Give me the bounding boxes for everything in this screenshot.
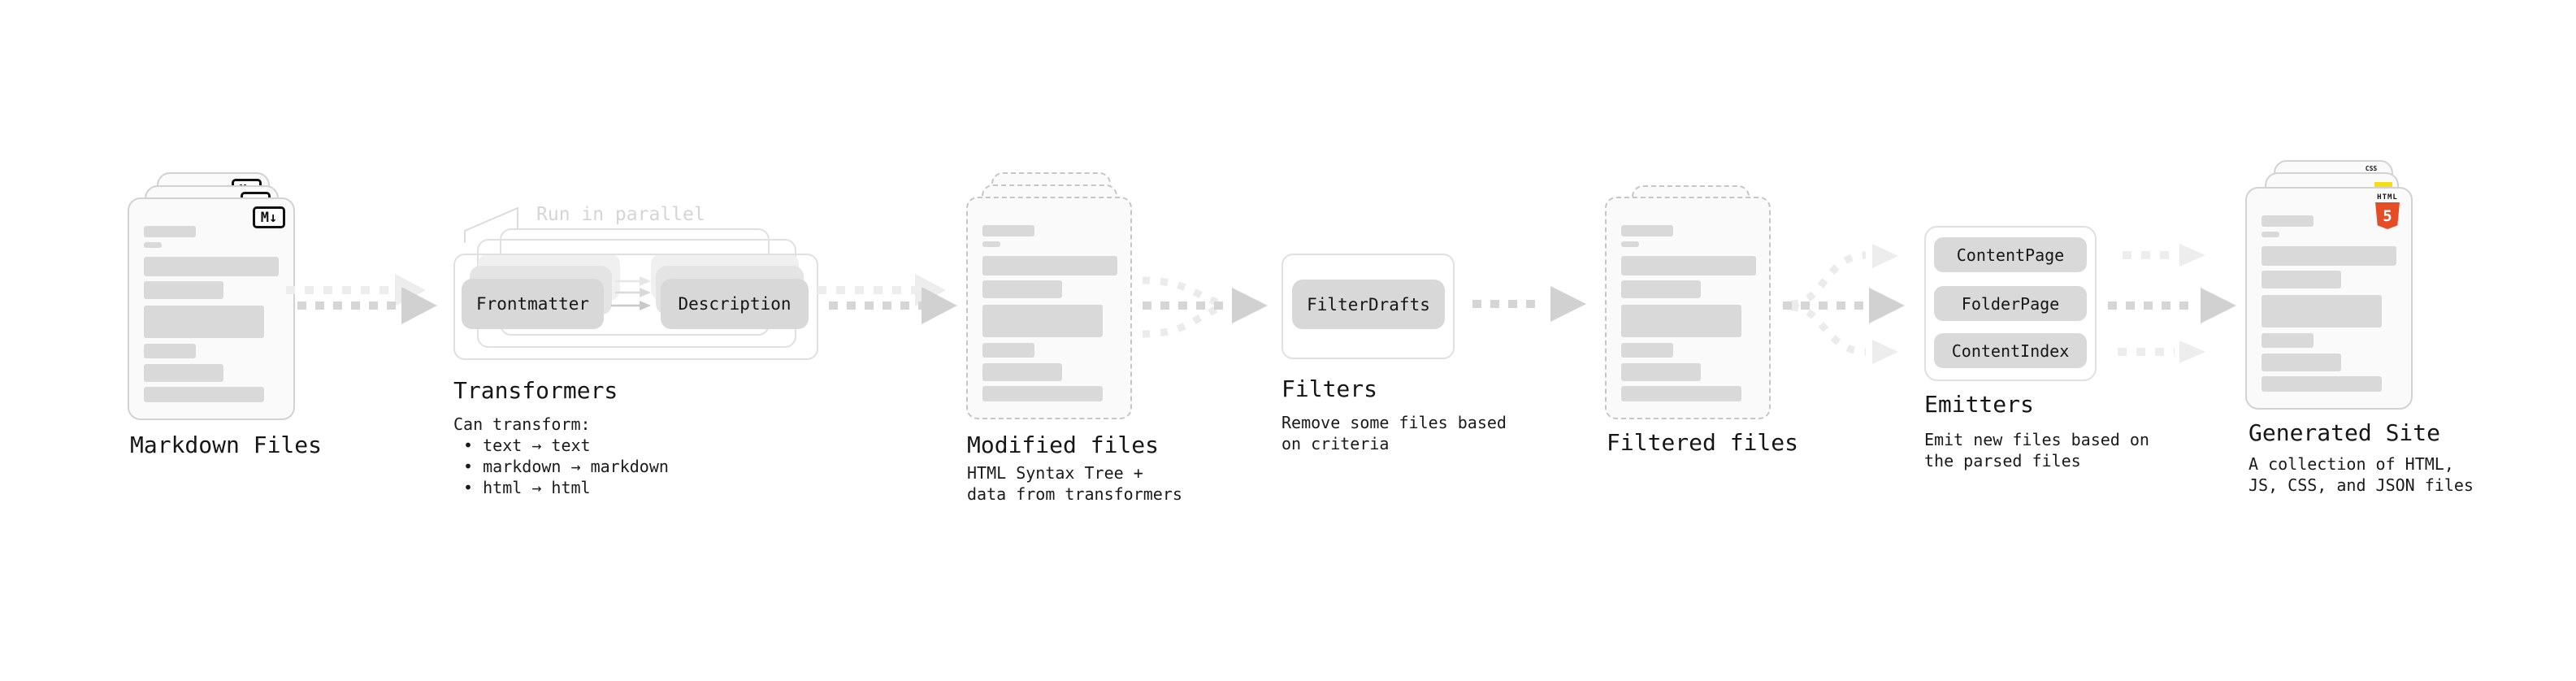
html5-wordmark: HTML	[2377, 193, 2398, 202]
stage-label-filters: Filters	[1281, 375, 1378, 402]
stage-label-filtered-files: Filtered files	[1607, 429, 1799, 456]
placeholder-bar	[982, 241, 1000, 247]
filters-description: Remove some files based on criteria	[1281, 413, 1507, 453]
filterdrafts-pill: FilterDrafts	[1292, 280, 1445, 329]
placeholder-bar	[144, 344, 196, 358]
arrow-filters-to-filtered	[1472, 286, 1586, 322]
html5-shield: 5	[2375, 202, 2400, 229]
placeholder-bar	[1621, 386, 1741, 401]
placeholder-bar	[982, 280, 1062, 298]
stage-label-markdown-files: Markdown Files	[130, 432, 323, 458]
stage-label-modified-files: Modified files	[967, 432, 1160, 458]
placeholder-bar	[982, 225, 1034, 236]
file-card-front	[966, 197, 1132, 419]
placeholder-bar	[1621, 256, 1756, 275]
placeholder-bar	[2262, 333, 2314, 348]
emitters-description: Emit new files based on the parsed files	[1924, 430, 2149, 471]
placeholder-bar	[982, 363, 1062, 381]
placeholder-bar	[144, 281, 223, 299]
modified-files-description: HTML Syntax Tree + data from transformer…	[967, 463, 1182, 504]
generated-site-description: A collection of HTML, JS, CSS, and JSON …	[2249, 454, 2474, 495]
contentindex-pill: ContentIndex	[1934, 333, 2087, 368]
placeholder-bar	[144, 257, 279, 276]
html5-number: 5	[2383, 206, 2392, 225]
arrow-filtered-to-emitters	[1783, 244, 1905, 364]
stage-label-generated-site: Generated Site	[2249, 419, 2441, 446]
markdown-icon: M↓	[253, 206, 285, 228]
stage-label-transformers: Transformers	[453, 377, 618, 404]
file-card-front: M↓	[128, 197, 295, 420]
file-card-front: HTML 5	[2245, 187, 2413, 410]
placeholder-bar	[144, 242, 162, 248]
placeholder-bar	[1621, 241, 1639, 247]
placeholder-bar	[1621, 363, 1701, 381]
placeholder-bar	[144, 306, 264, 338]
placeholder-bar	[2262, 376, 2382, 392]
placeholder-bar	[2262, 271, 2341, 288]
arrow-emitters-to-generated	[2108, 244, 2236, 363]
placeholder-bar	[144, 387, 264, 402]
file-card-front	[1605, 197, 1771, 419]
html5-icon: HTML 5	[2374, 193, 2401, 229]
placeholder-bar	[1621, 343, 1673, 358]
placeholder-bar	[982, 343, 1034, 358]
placeholder-bar	[2262, 232, 2279, 237]
frontmatter-pill: Frontmatter	[462, 279, 604, 329]
placeholder-bar	[1621, 225, 1673, 236]
placeholder-bar	[2262, 215, 2314, 227]
placeholder-bar	[1621, 305, 1741, 337]
placeholder-bar	[144, 364, 223, 382]
transformer-box-front	[453, 254, 818, 360]
placeholder-bar	[982, 386, 1103, 401]
arrow-modified-to-filters	[1142, 276, 1268, 338]
placeholder-bar	[2262, 295, 2382, 327]
description-pill: Description	[661, 279, 809, 329]
arrow-markdown-to-transformers	[286, 274, 437, 324]
run-in-parallel-note: Run in parallel	[536, 204, 705, 225]
folderpage-pill: FolderPage	[1934, 286, 2087, 321]
contentpage-pill: ContentPage	[1934, 237, 2087, 272]
placeholder-bar	[1621, 280, 1701, 298]
placeholder-bar	[2262, 246, 2396, 266]
placeholder-bar	[2262, 354, 2341, 371]
placeholder-bar	[144, 226, 196, 237]
placeholder-bar	[982, 305, 1103, 337]
placeholder-bar	[982, 256, 1117, 275]
stage-label-emitters: Emitters	[1924, 391, 2034, 418]
transformers-description: Can transform: • text → text • markdown …	[453, 414, 669, 497]
arrow-transformers-to-modified	[817, 274, 957, 324]
